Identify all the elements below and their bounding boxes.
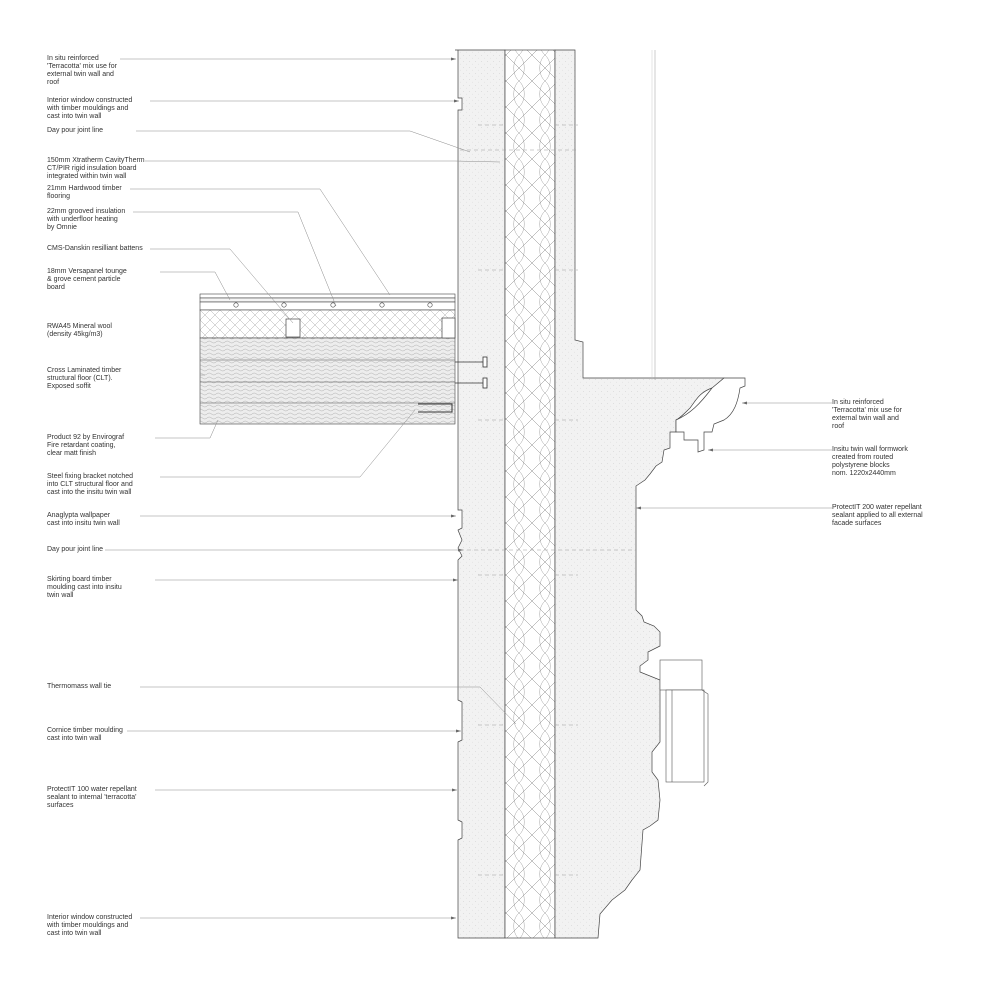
annotation-mineral-wool: RWA45 Mineral wool (density 45kg/m3) — [47, 323, 112, 338]
annotation-skirting-board: Skirting board timber moulding cast into… — [47, 576, 122, 599]
annotation-fire-retardant: Product 92 by Envirograf Fire retardant … — [47, 434, 125, 457]
annotation-clt-floor: Cross Laminated timber structural floor … — [47, 367, 122, 390]
outer-concrete-leaf — [554, 49, 725, 939]
resilient-batten — [285, 318, 301, 338]
annotation-wall-tie: Thermomass wall tie — [47, 683, 112, 690]
leader-arrowheads — [451, 57, 747, 920]
mineral-wool — [199, 309, 456, 339]
annotation-grooved-insulation: 22mm grooved insulation with underfloor … — [47, 208, 126, 231]
clt-structural-floor — [199, 337, 456, 425]
annotation-cement-particle-board: 18mm Versapanel tounge & grove cement pa… — [47, 268, 127, 291]
annotation-interior-window-lower: Interior window constructed with timber … — [47, 914, 133, 937]
annotation-day-pour-joint-lower: Day pour joint line — [47, 546, 104, 553]
heating-pipes — [233, 302, 433, 308]
annotation-hardwood-flooring: 21mm Hardwood timber flooring — [47, 185, 122, 200]
floor-buildup — [199, 293, 488, 425]
cement-particle-board — [199, 297, 456, 303]
twin-wall — [455, 49, 746, 939]
annotation-steel-bracket: Steel fixing bracket notched into CLT st… — [47, 473, 133, 496]
annotation-terracotta-wall-right: In situ reinforced 'Terracotta' mix use … — [832, 399, 902, 430]
cavity-insulation — [504, 49, 556, 939]
annotation-external-sealant: ProtectIT 200 water repellant sealant ap… — [832, 504, 923, 527]
window-head-frame — [659, 659, 709, 787]
annotation-cornice-moulding: Cornice timber moulding cast into twin w… — [47, 727, 123, 742]
leader-lines — [105, 58, 832, 919]
annotation-internal-sealant: ProtectIT 100 water repellant sealant to… — [47, 786, 137, 809]
bracket-bolts — [455, 356, 488, 389]
annotation-day-pour-joint: Day pour joint line — [47, 127, 104, 134]
annotation-terracotta-wall: In situ reinforced 'Terracotta' mix use … — [47, 55, 117, 86]
hardwood-flooring — [199, 293, 456, 299]
annotation-wallpaper: Anaglypta wallpaper cast into insitu twi… — [47, 512, 120, 527]
annotation-polystyrene-formwork: Insitu twin wall formwork created from r… — [832, 446, 908, 477]
annotation-cavity-insulation: 150mm Xtratherm CavityTherm CT/PIR rigid… — [47, 157, 145, 180]
steel-fixing-bracket — [418, 403, 453, 413]
cornice-drip-moulding — [675, 377, 746, 453]
annotation-interior-window: Interior window constructed with timber … — [47, 97, 133, 120]
inner-concrete-leaf — [455, 49, 506, 939]
day-pour-joints — [460, 124, 636, 876]
annotation-resilient-battens: CMS-Danskin resilliant battens — [47, 245, 143, 252]
